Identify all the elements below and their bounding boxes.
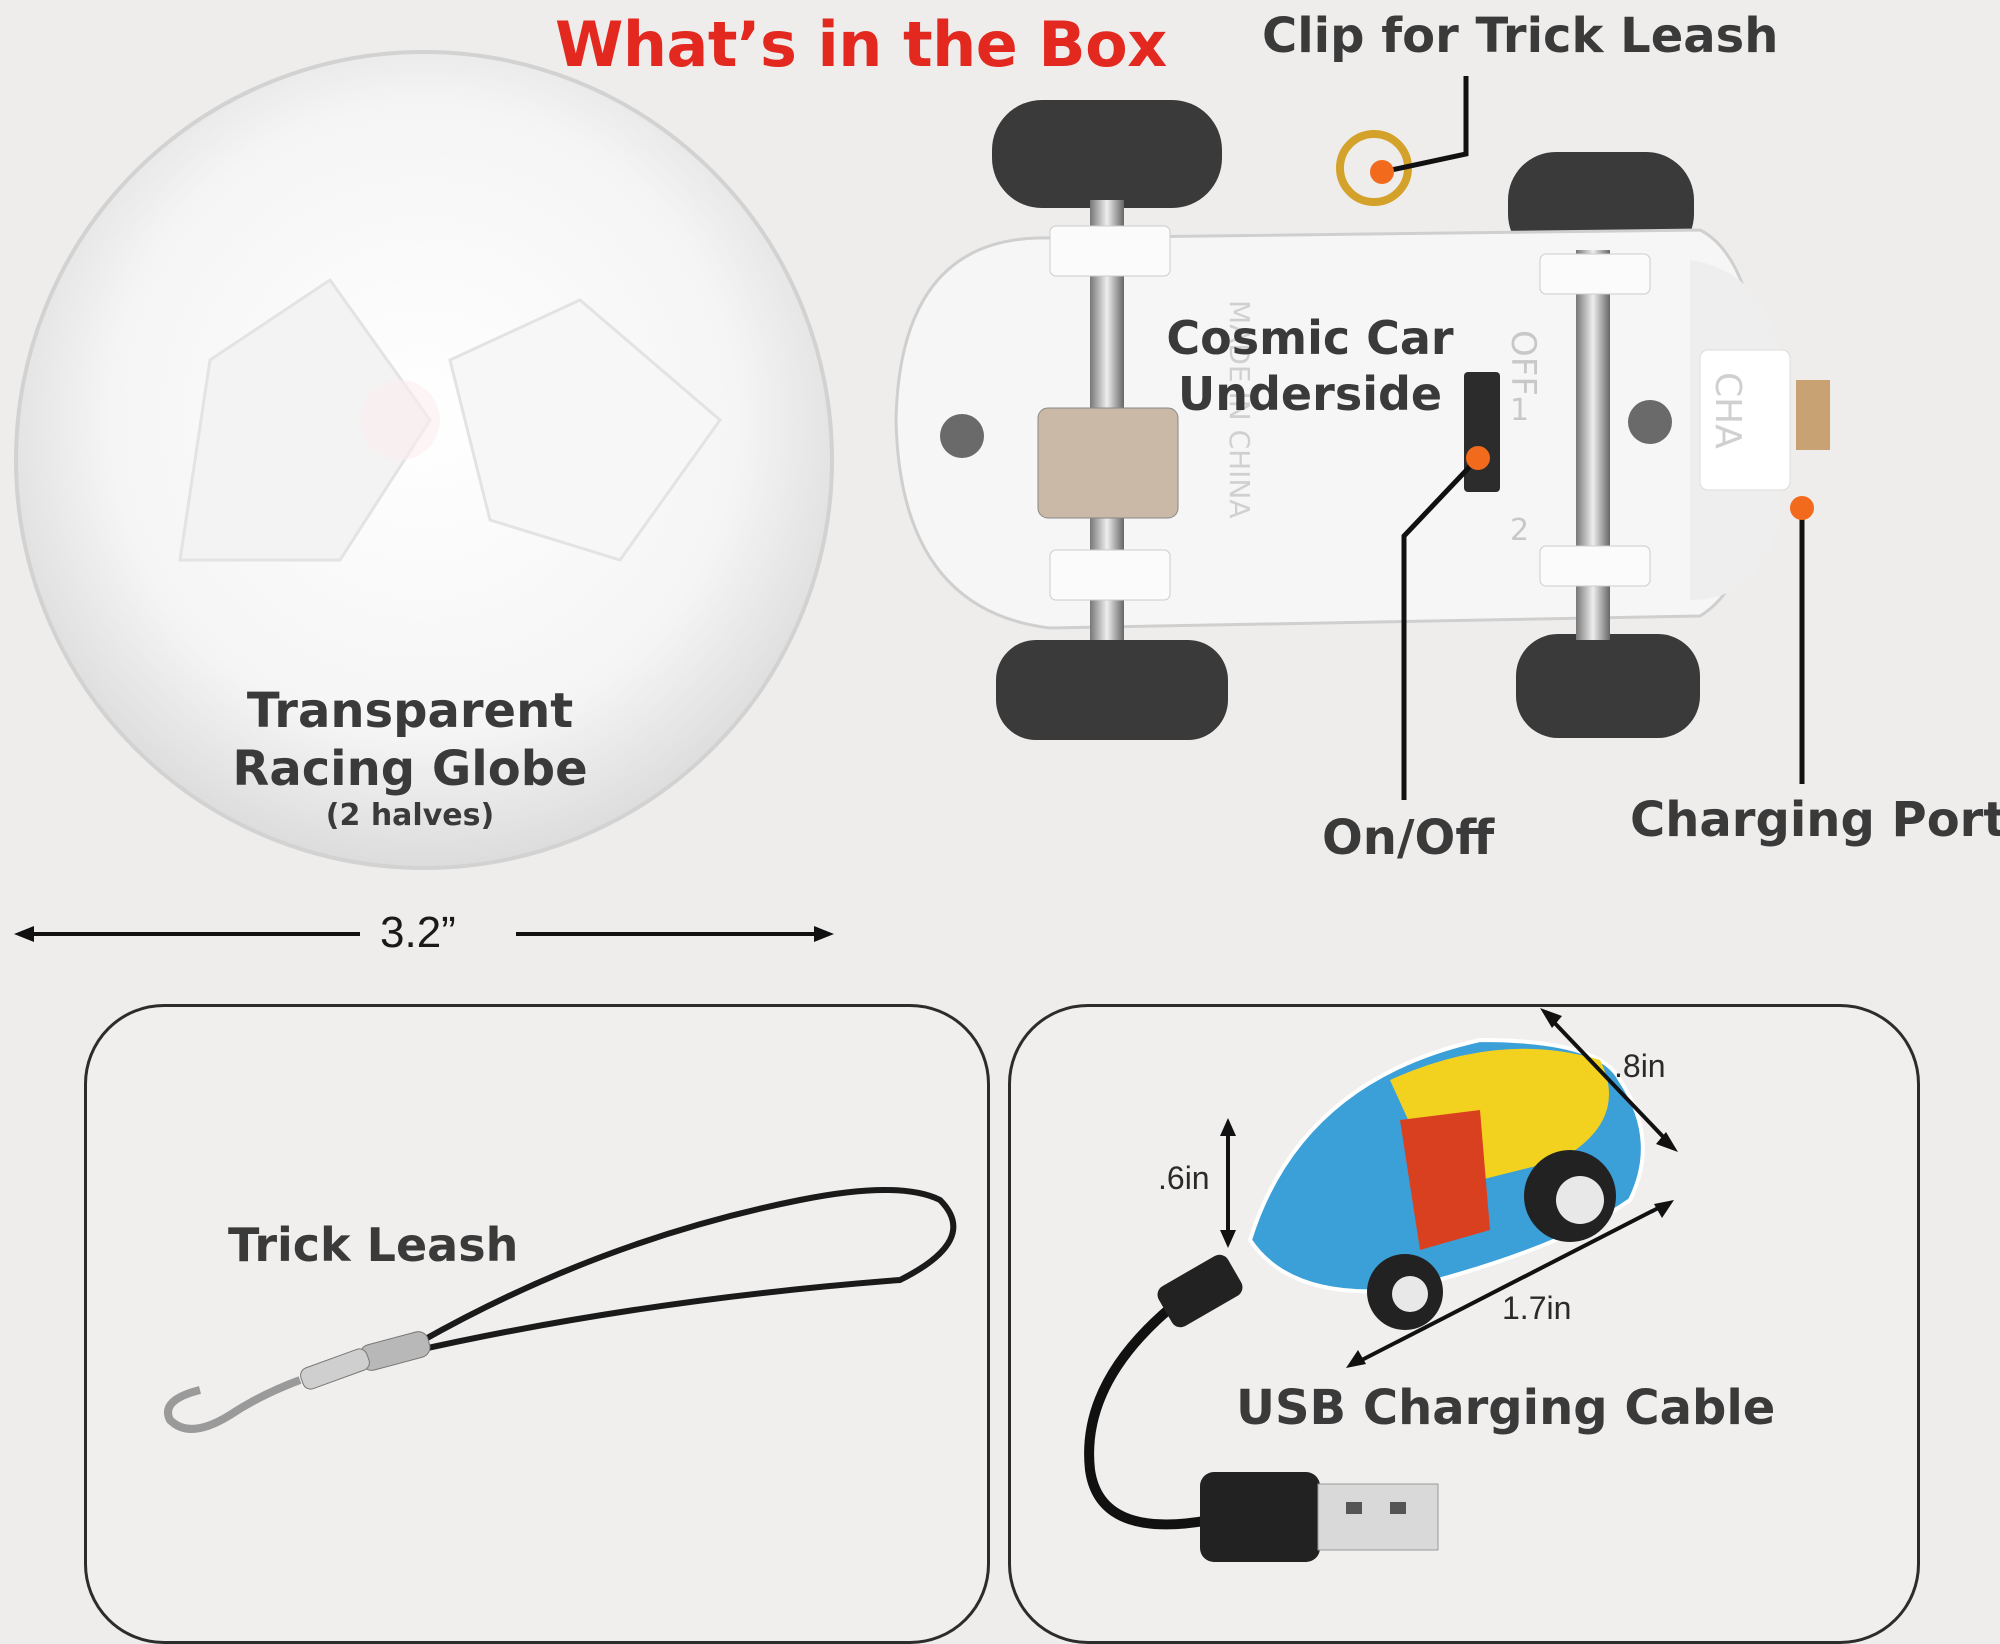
off-marking: OFF xyxy=(1503,330,1543,396)
callout-clip xyxy=(1370,76,1469,184)
trick-leash xyxy=(164,1187,957,1433)
dimension-arrows xyxy=(1220,1008,1678,1368)
charging-port-label: Charging Port xyxy=(1630,792,2000,848)
clip-label: Clip for Trick Leash xyxy=(1262,8,1779,64)
globe-diameter-label: 3.2” xyxy=(380,908,456,957)
underside-label-line1: Cosmic Car xyxy=(1166,311,1454,365)
racing-globe xyxy=(14,50,834,870)
globe-diameter-arrow xyxy=(14,926,834,942)
car-underside xyxy=(894,100,1830,740)
globe-label-line1: Transparent xyxy=(246,683,574,739)
width-dimension-label: .8in xyxy=(1614,1048,1666,1084)
underside-label: Cosmic Car Underside xyxy=(1160,310,1460,422)
trick-leash-label: Trick Leash xyxy=(228,1218,519,1272)
globe-label: Transparent Racing Globe xyxy=(230,682,590,798)
globe-note: (2 halves) xyxy=(325,798,495,833)
globe-label-line2: Racing Globe xyxy=(232,741,588,797)
callout-on-off xyxy=(1401,446,1490,800)
two-marking: 2 xyxy=(1510,513,1529,548)
cosmic-car xyxy=(1247,1037,1645,1330)
height-dimension-label: .6in xyxy=(1158,1160,1210,1196)
underside-label-line2: Underside xyxy=(1177,367,1443,421)
usb-cable xyxy=(1084,1254,1439,1562)
callout-charging-port xyxy=(1790,496,1814,784)
usb-cable-label: USB Charging Cable xyxy=(1236,1380,1776,1436)
china-marking: MADE IN CHINA xyxy=(1223,300,1256,519)
cha-marking: CHA xyxy=(1707,372,1748,449)
page-title: What’s in the Box xyxy=(555,8,1167,81)
length-dimension-label: 1.7in xyxy=(1502,1290,1572,1326)
on-off-label: On/Off xyxy=(1322,810,1495,866)
one-marking: 1 xyxy=(1510,393,1529,428)
